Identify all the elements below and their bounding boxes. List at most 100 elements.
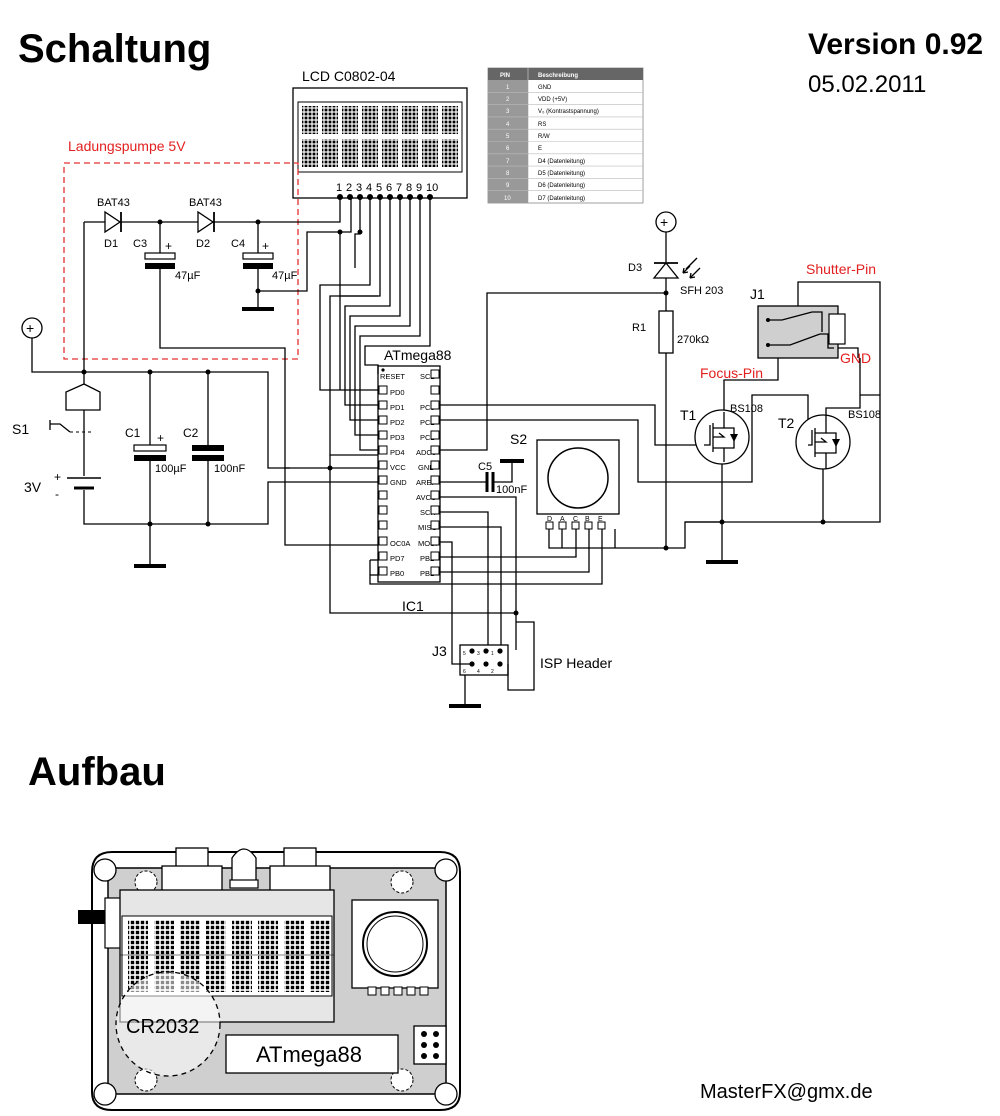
svg-text:1: 1 bbox=[506, 85, 510, 91]
svg-text:+: + bbox=[165, 239, 172, 253]
svg-text:BAT43: BAT43 bbox=[189, 197, 222, 209]
svg-text:8: 8 bbox=[406, 182, 412, 194]
svg-text:D3: D3 bbox=[628, 262, 642, 274]
svg-text:OC0A: OC0A bbox=[390, 539, 410, 548]
svg-text:S1: S1 bbox=[12, 421, 29, 437]
svg-text:MISO: MISO bbox=[418, 523, 437, 532]
svg-text:PD4: PD4 bbox=[390, 448, 405, 457]
svg-text:R/W: R/W bbox=[538, 134, 550, 140]
ic1-label: IC1 bbox=[402, 598, 424, 614]
svg-text:BS108: BS108 bbox=[730, 403, 763, 415]
svg-text:PD2: PD2 bbox=[390, 418, 405, 427]
svg-text:RS: RS bbox=[538, 122, 546, 128]
svg-text:PB1: PB1 bbox=[420, 569, 434, 578]
svg-text:100µF: 100µF bbox=[155, 463, 187, 475]
transistor-t1: T1 BS108 bbox=[680, 403, 763, 564]
svg-text:AVCC: AVCC bbox=[416, 493, 437, 502]
svg-text:B: B bbox=[585, 516, 590, 523]
side-switch bbox=[78, 910, 106, 924]
svg-text:PD1: PD1 bbox=[390, 403, 405, 412]
svg-text:VDD (+5V): VDD (+5V) bbox=[538, 97, 567, 103]
svg-text:3: 3 bbox=[477, 651, 480, 657]
camera-jack-j1: J1 Shutter-Pin Focus-Pin GND bbox=[700, 261, 881, 412]
charge-pump: Ladungspumpe 5V BAT43 D1 BAT43 D2 + C3 4… bbox=[63, 138, 378, 469]
svg-text:ISP Header: ISP Header bbox=[540, 655, 612, 671]
assembly-board: CR2032 ATmega88 bbox=[78, 847, 461, 1111]
svg-text:7: 7 bbox=[506, 159, 510, 165]
svg-text:A: A bbox=[560, 516, 565, 523]
svg-text:2: 2 bbox=[506, 97, 510, 103]
svg-text:AREF: AREF bbox=[416, 478, 436, 487]
svg-text:C2: C2 bbox=[183, 426, 199, 440]
svg-text:GND: GND bbox=[840, 350, 871, 366]
svg-text:3: 3 bbox=[506, 109, 510, 115]
svg-text:2: 2 bbox=[346, 182, 352, 194]
svg-text:6: 6 bbox=[506, 146, 510, 152]
capacitor-c4 bbox=[242, 252, 274, 260]
svg-text:+: + bbox=[54, 470, 61, 484]
svg-text:MOSI: MOSI bbox=[418, 539, 437, 548]
svg-text:E: E bbox=[598, 516, 603, 523]
svg-text:C4: C4 bbox=[231, 238, 245, 250]
svg-text:PB0: PB0 bbox=[390, 569, 404, 578]
diode-d1 bbox=[104, 210, 122, 234]
svg-text:10: 10 bbox=[504, 196, 511, 202]
svg-text:Focus-Pin: Focus-Pin bbox=[700, 365, 763, 381]
date-label: 05.02.2011 bbox=[808, 71, 926, 98]
led-icon bbox=[231, 848, 257, 887]
lcd-display: LCD C0802-04 1 2 3 4 5 6 bbox=[292, 68, 468, 200]
author-email: MasterFX@gmx.de bbox=[700, 1081, 873, 1103]
svg-text:5: 5 bbox=[463, 651, 466, 657]
svg-text:D2: D2 bbox=[196, 238, 210, 250]
svg-text:5: 5 bbox=[506, 134, 510, 140]
svg-text:CR2032: CR2032 bbox=[126, 1016, 199, 1038]
svg-text:1: 1 bbox=[491, 651, 494, 657]
svg-text:3V: 3V bbox=[24, 479, 42, 495]
svg-text:270kΩ: 270kΩ bbox=[677, 334, 709, 346]
svg-text:100nF: 100nF bbox=[496, 484, 527, 496]
svg-text:+: + bbox=[157, 431, 164, 445]
svg-text:10: 10 bbox=[426, 182, 438, 194]
svg-text:Beschreibung: Beschreibung bbox=[538, 73, 578, 79]
lcd-character-cells bbox=[302, 106, 458, 167]
schematic-title: Schaltung bbox=[18, 27, 211, 71]
svg-text:GND: GND bbox=[538, 85, 552, 91]
svg-text:47µF: 47µF bbox=[175, 270, 201, 282]
assembly-isp-header bbox=[413, 1025, 447, 1065]
capacitor-c3 bbox=[144, 252, 176, 260]
svg-text:2: 2 bbox=[491, 669, 494, 675]
svg-text:9: 9 bbox=[506, 183, 510, 189]
svg-text:PD0: PD0 bbox=[390, 388, 405, 397]
svg-text:T1: T1 bbox=[680, 407, 697, 423]
svg-text:R1: R1 bbox=[632, 322, 646, 334]
svg-text:1: 1 bbox=[336, 182, 342, 194]
svg-text:6: 6 bbox=[463, 669, 466, 675]
svg-text:Shutter-Pin: Shutter-Pin bbox=[806, 261, 876, 277]
mcu-right-wiring: C5 100nF bbox=[440, 292, 809, 650]
svg-text:100nF: 100nF bbox=[214, 463, 245, 475]
svg-text:PC1: PC1 bbox=[420, 433, 435, 442]
svg-text:V₀ (Kontrastspannung): V₀ (Kontrastspannung) bbox=[538, 109, 599, 115]
power-section: + S1 + - 3V + C1 100µF C2 100nF bbox=[12, 317, 378, 568]
svg-text:SCL: SCL bbox=[420, 372, 435, 381]
svg-text:6: 6 bbox=[386, 182, 392, 194]
svg-text:J3: J3 bbox=[432, 643, 447, 659]
svg-text:C3: C3 bbox=[133, 238, 147, 250]
isp-header-j3: J3 5 3 1 6 4 2 ISP Header bbox=[432, 621, 612, 708]
lcd-pin-table: PIN Beschreibung 1 GND 2 VDD (+5V) 3 V₀ … bbox=[487, 67, 644, 204]
svg-text:T2: T2 bbox=[778, 415, 795, 431]
light-sensor-section: + D3 SFH 203 R1 270kΩ bbox=[628, 211, 723, 551]
svg-text:SCK: SCK bbox=[420, 508, 435, 517]
svg-text:PD7: PD7 bbox=[390, 554, 405, 563]
svg-text:E: E bbox=[538, 146, 542, 152]
transistor-t2: T2 BS108 bbox=[778, 358, 881, 525]
svg-text:+: + bbox=[262, 239, 269, 253]
svg-text:RESET: RESET bbox=[380, 372, 405, 381]
svg-text:+: + bbox=[660, 214, 668, 230]
diode-d2 bbox=[197, 210, 215, 234]
svg-text:4: 4 bbox=[506, 122, 510, 128]
svg-text:PB2: PB2 bbox=[420, 554, 434, 563]
svg-text:47µF: 47µF bbox=[272, 270, 298, 282]
svg-text:4: 4 bbox=[366, 182, 372, 194]
lcd-wiring bbox=[284, 197, 603, 614]
